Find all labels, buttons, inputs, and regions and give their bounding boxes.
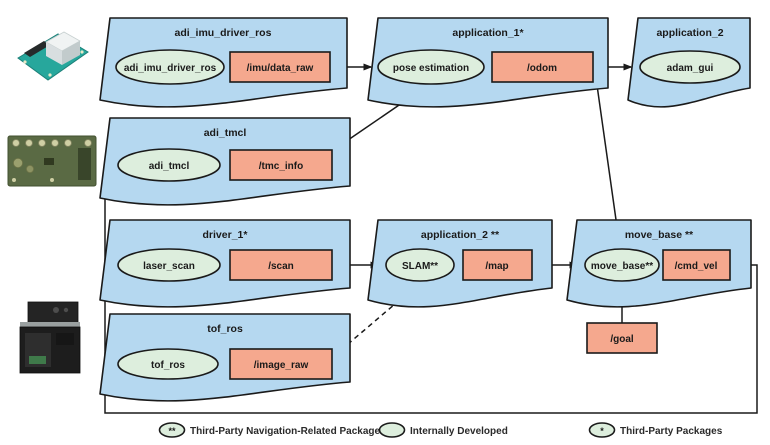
- topic-label: /imu/data_raw: [247, 63, 314, 74]
- topic-label: /scan: [268, 261, 294, 272]
- package-box: [367, 219, 553, 308]
- topic-label: /goal: [610, 334, 634, 345]
- package-title: application_2 **: [421, 229, 500, 241]
- topic-rect-scan: [229, 249, 333, 281]
- imu-connector: [24, 41, 50, 57]
- tmc-pad: [50, 178, 54, 182]
- imu-pad: [48, 73, 52, 77]
- package-application-2-gui: application_2 adam_gui: [627, 17, 751, 108]
- topic-label: /odom: [527, 63, 557, 74]
- tmc-capacitor: [12, 157, 23, 168]
- legend-symbol-third-party-nav: [158, 422, 186, 438]
- tof-side-vent: [56, 333, 74, 345]
- tmc-screw: [25, 139, 33, 147]
- imu-module-right: [62, 41, 80, 65]
- topic-rect-imu-data-raw: [229, 51, 331, 83]
- node-ellipse-adi-tmcl: [117, 148, 221, 182]
- package-title: adi_imu_driver_ros: [175, 27, 272, 39]
- topic-rect-map: [462, 249, 533, 281]
- edge-odom-to-move-base: [594, 70, 622, 243]
- legend: ** Third-Party Navigation-Related Packag…: [158, 422, 723, 438]
- node-ellipse-adam-gui: [639, 50, 741, 84]
- package-title: driver_1*: [203, 229, 249, 241]
- package-adi-tmcl: adi_tmcl adi_tmcl /tmc_info: [99, 117, 351, 206]
- tmc-screw: [12, 139, 20, 147]
- node-ellipse-laser-scan: [117, 248, 221, 282]
- node-ellipse-tof-ros: [117, 348, 219, 380]
- tmc-screw: [38, 139, 46, 147]
- topic-rect-goal: [586, 322, 658, 354]
- package-box: [99, 17, 348, 108]
- package-tof-ros: tof_ros tof_ros /image_raw: [99, 313, 351, 402]
- package-application-1: application_1* pose estimation /odom: [367, 17, 609, 108]
- package-box: [99, 219, 351, 308]
- package-title: application_1*: [452, 27, 524, 39]
- package-adi-imu-driver-ros: adi_imu_driver_ros adi_imu_driver_ros /i…: [99, 17, 348, 108]
- tmc-pad: [12, 178, 16, 182]
- node-label: tof_ros: [151, 360, 185, 371]
- node-ellipse-slam: [385, 248, 455, 282]
- package-title: adi_tmcl: [204, 127, 247, 139]
- topic-rect-image-raw: [229, 348, 333, 380]
- package-application-2-slam: application_2 ** SLAM** /map: [367, 219, 553, 308]
- package-move-base: move_base ** move_base** /cmd_vel: [566, 219, 752, 308]
- topic-rect-tmc-info: [229, 149, 333, 181]
- topic-rect-cmd-vel: [662, 249, 731, 281]
- legend-label-third-party-nav: Third-Party Navigation-Related Packages: [190, 426, 386, 437]
- legend-label-third-party: Third-Party Packages: [620, 426, 723, 437]
- tmc-screw: [84, 139, 92, 147]
- tmc-chip: [44, 158, 54, 165]
- legend-symbol-internal: [378, 422, 406, 438]
- package-box: [99, 117, 351, 206]
- package-title: move_base **: [625, 229, 694, 241]
- package-driver-1: driver_1* laser_scan /scan: [99, 219, 351, 308]
- tmc-heatsink: [78, 148, 91, 180]
- node-ellipse-move-base: [584, 248, 660, 282]
- node-label: adi_tmcl: [149, 161, 190, 172]
- tof-emitter: [53, 307, 59, 313]
- topic-label: /cmd_vel: [675, 261, 718, 272]
- package-title: application_2: [656, 27, 723, 39]
- node-ellipse-adi-imu-driver-ros: [115, 49, 225, 85]
- tof-top-unit: [27, 301, 79, 325]
- node-ellipse-pose-estimation: [377, 49, 485, 85]
- tmc-capacitor: [25, 164, 34, 173]
- node-label: move_base**: [591, 261, 653, 272]
- tof-camera-photo: [19, 301, 81, 374]
- node-label: laser_scan: [143, 261, 195, 272]
- tof-label: [29, 356, 46, 364]
- imu-module-left: [46, 42, 62, 65]
- node-label: adam_gui: [667, 63, 714, 74]
- imu-sensor-photo: [17, 31, 89, 81]
- legend-symbol-text: *: [600, 426, 604, 436]
- topic-label: /image_raw: [254, 360, 309, 371]
- node-label: adi_imu_driver_ros: [124, 63, 217, 74]
- tof-mount-plate: [20, 322, 80, 327]
- legend-label-internal: Internally Developed: [410, 426, 508, 437]
- topic-label: /tmc_info: [259, 161, 303, 172]
- node-label: SLAM**: [402, 261, 438, 272]
- imu-pad: [23, 60, 27, 64]
- legend-symbol-third-party: [588, 422, 616, 438]
- node-label: pose estimation: [393, 63, 469, 74]
- tmc-motor-controller-photo: [7, 135, 97, 187]
- imu-pad: [80, 50, 84, 54]
- standalone-topic-goal: /goal: [586, 322, 658, 354]
- tof-emitter: [63, 307, 69, 313]
- tmc-screw: [51, 139, 59, 147]
- topic-label: /map: [485, 261, 508, 272]
- legend-symbol-text: **: [168, 426, 176, 436]
- package-title: tof_ros: [207, 323, 243, 335]
- topic-rect-odom: [491, 51, 594, 83]
- tmc-screw: [64, 139, 72, 147]
